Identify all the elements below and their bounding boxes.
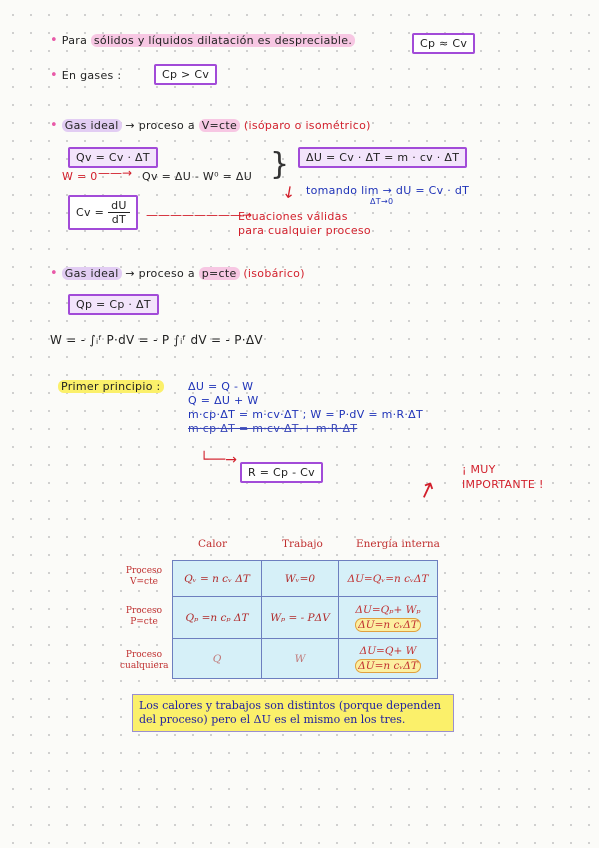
- cp-greater-cv-box: Cp > Cv: [154, 64, 218, 85]
- condition: V=cte: [198, 119, 241, 132]
- bullet-icon: •: [50, 33, 58, 48]
- r-box: R = Cp - Cv: [240, 462, 323, 483]
- qv-box: Qv = Cv · ΔT: [68, 147, 158, 168]
- equation-1: ΔU = Q - W: [188, 380, 254, 393]
- du-box: ΔU = Cv · ΔT = m · cv · ΔT: [298, 147, 468, 168]
- text: Proceso: [125, 606, 163, 616]
- paren-text: (isobárico): [243, 267, 305, 280]
- valid-equations-note: Ecuaciones válidas para cualquier proces…: [238, 210, 371, 238]
- cp-approx-cv-box: Cp ≈ Cv: [412, 33, 476, 54]
- fraction: dU dT: [108, 199, 130, 226]
- table-row: Qᵥ = n cᵥ ΔT Wᵥ=0 ΔU=Qᵥ=n cᵥΔT: [172, 560, 438, 597]
- note-line-2: • En gases :: [50, 68, 121, 83]
- bullet-icon: •: [50, 68, 58, 83]
- cell-trabajo: Wₚ = - PΔV: [261, 596, 339, 639]
- text: Primer principio :: [58, 380, 164, 393]
- red-arrow-icon: ——→: [98, 166, 133, 180]
- primer-principio-label: Primer principio :: [58, 380, 164, 393]
- limit-subscript: ΔT→0: [370, 197, 394, 206]
- cell-energia: ΔU=Qᵥ=n cᵥΔT: [338, 560, 438, 597]
- cell-calor: Q: [172, 638, 262, 679]
- text: Para: [61, 34, 88, 47]
- bullet-icon: •: [50, 118, 58, 133]
- highlight-text: sólidos y líquidos dilatación es desprec…: [90, 34, 356, 47]
- gas-ideal-label: Gas ideal: [61, 267, 122, 280]
- text: → proceso a: [125, 267, 195, 280]
- row-label-p: Proceso P=cte: [120, 606, 168, 628]
- primer-equations: ΔU = Q - W Q = ΔU + W m·cp·ΔT = m·cv·ΔT …: [188, 380, 423, 436]
- data-table: Qᵥ = n cᵥ ΔT Wᵥ=0 ΔU=Qᵥ=n cᵥΔT Qₚ =n cₚ …: [172, 560, 438, 679]
- cell-energia: ΔU=Q+ W ΔU=n cᵥΔT: [338, 638, 438, 679]
- cell-trabajo: W: [261, 638, 339, 679]
- red-arrow-icon: └──→: [200, 452, 238, 468]
- table-row: Q W ΔU=Q+ W ΔU=n cᵥΔT: [172, 638, 438, 679]
- qv-equation: Qv = ΔU - W⁰ = ΔU: [142, 170, 253, 183]
- energia-line: ΔU=n cᵥΔT: [355, 658, 421, 673]
- w-zero: W = 0: [62, 170, 98, 183]
- cell-calor: Qₚ =n cₚ ΔT: [172, 596, 262, 639]
- tomando-limit: tomando lim → dU = Cv · dT: [306, 184, 470, 197]
- condition: p=cte: [198, 267, 240, 280]
- text: V=cte: [129, 577, 159, 587]
- energia-line: ΔU=Qᵥ=n cᵥΔT: [347, 572, 429, 585]
- arrow-icon: →: [125, 119, 135, 132]
- paren-text: (isóparo o isométrico): [243, 119, 371, 132]
- cell-calor: Qᵥ = n cᵥ ΔT: [172, 560, 262, 597]
- row-label-any: Proceso cualquiera: [120, 650, 169, 672]
- energia-line: ΔU=Q+ W: [359, 644, 417, 657]
- muy-importante: ¡ MUY IMPORTANTE !: [462, 462, 544, 492]
- note-line-1: • Para sólidos y líquidos dilatación es …: [50, 33, 356, 48]
- red-arrow-icon: ————————→: [146, 208, 253, 222]
- text: proceso a: [138, 119, 195, 132]
- energia-line: ΔU=n cᵥΔT: [355, 617, 421, 632]
- col-header-energia: Energía interna: [356, 538, 440, 550]
- qp-box: Qp = Cp · ΔT: [68, 294, 159, 315]
- text: Ecuaciones válidas: [238, 210, 348, 223]
- text: ¡ MUY: [462, 463, 496, 476]
- col-header-trabajo: Trabajo: [282, 538, 323, 550]
- cell-trabajo: Wᵥ=0: [261, 560, 339, 597]
- equation-2: Q = ΔU + W: [188, 394, 259, 407]
- equation-3: m·cp·ΔT = m·cv·ΔT ; W = P·dV = m·R·ΔT: [188, 408, 424, 421]
- table-row: Qₚ =n cₚ ΔT Wₚ = - PΔV ΔU=Qₚ+ Wₚ ΔU=n cᵥ…: [172, 596, 438, 639]
- iso-p-title: • Gas ideal → proceso a p=cte (isobárico…: [50, 266, 305, 281]
- red-arrow-icon: ↙: [277, 179, 300, 204]
- energia-line: ΔU=Qₚ+ Wₚ: [355, 603, 421, 616]
- text: P=cte: [130, 617, 158, 627]
- table-note: Los calores y trabajos son distintos (po…: [132, 694, 454, 732]
- cv-lhs: Cv =: [76, 206, 105, 219]
- text: cualquiera: [120, 661, 169, 671]
- gas-ideal-label: Gas ideal: [61, 119, 122, 132]
- red-curved-arrow-icon: ↗: [414, 475, 441, 506]
- denominator: dT: [111, 213, 127, 226]
- text: Proceso: [125, 650, 163, 660]
- col-header-calor: Calor: [198, 538, 227, 550]
- brace-icon: }: [270, 147, 290, 182]
- numerator: dU: [108, 199, 130, 213]
- bullet-icon: •: [50, 266, 58, 281]
- work-equation: W = - ∫ᵢᶠ P·dV = - P ∫ᵢᶠ dV = - P·ΔV: [50, 333, 263, 347]
- text: Proceso: [125, 566, 163, 576]
- cv-box: Cv = dU dT: [68, 195, 138, 230]
- iso-v-title: • Gas ideal → proceso a V=cte (isóparo o…: [50, 118, 371, 133]
- cell-energia: ΔU=Qₚ+ Wₚ ΔU=n cᵥΔT: [338, 596, 438, 639]
- row-label-v: Proceso V=cte: [120, 566, 168, 588]
- text: IMPORTANTE !: [462, 478, 544, 491]
- equation-4: m·cp·ΔT = m·cv·ΔT + m·R·ΔT: [188, 422, 358, 435]
- text: En gases :: [61, 69, 122, 82]
- text: para cualquier proceso: [238, 224, 371, 237]
